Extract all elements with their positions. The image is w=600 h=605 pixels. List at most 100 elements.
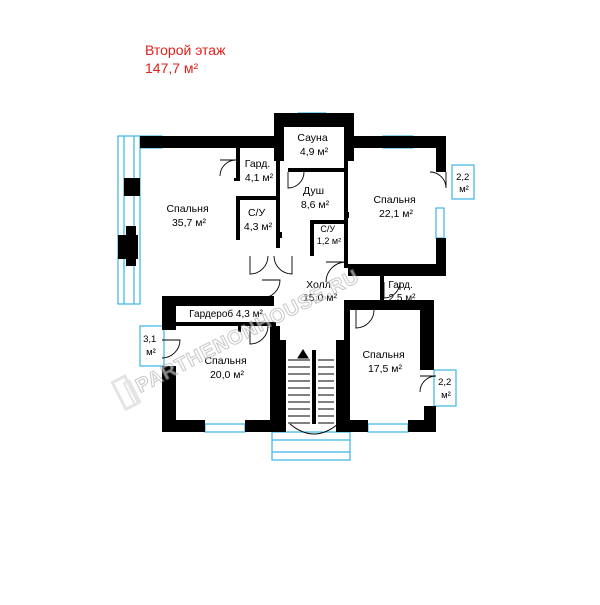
staircase xyxy=(288,349,339,435)
room-area: 4,1 м² xyxy=(245,172,274,184)
balcony-se-frame xyxy=(433,369,457,407)
wall xyxy=(310,220,346,224)
room-name: Спальня xyxy=(362,349,404,361)
room-label-bathroom-2: С/У 1,2 м² xyxy=(317,224,341,246)
room-name: 3,1 xyxy=(143,334,156,345)
wall xyxy=(346,300,420,310)
floor-name: Второй этаж xyxy=(145,42,226,58)
room-label-dressing-1: Гард. 4,1 м² xyxy=(245,158,274,184)
room-name: Холл xyxy=(306,279,331,291)
door-swing xyxy=(219,159,237,177)
room-name: 2,2 xyxy=(438,377,451,388)
room-area: 15,0 м² xyxy=(303,292,338,304)
wall xyxy=(312,350,316,424)
room-name: Спальня xyxy=(204,355,246,367)
watermark-text: PARTHENONHOUSE.RU xyxy=(132,265,363,397)
room-area: 4,3 м² xyxy=(244,221,273,233)
room-label-bedroom-sw: Спальня 20,0 м² xyxy=(204,355,249,381)
wall xyxy=(310,220,314,256)
window-south-bay xyxy=(271,431,351,461)
door-swing xyxy=(161,339,181,359)
door-swing xyxy=(261,279,281,299)
wall xyxy=(126,226,136,266)
room-label-bathroom-1: С/У 4,3 м² xyxy=(244,207,273,233)
window-west-bay xyxy=(117,135,141,305)
room-label-bedroom-ne: Спальня 22,1 м² xyxy=(373,194,418,220)
wall xyxy=(140,136,276,148)
room-name: С/У xyxy=(248,207,266,219)
wall xyxy=(436,148,446,158)
wall xyxy=(344,148,348,268)
wall xyxy=(236,200,240,240)
room-label-bedroom-se: Спальня 17,5 м² xyxy=(362,349,407,375)
wall xyxy=(274,113,284,161)
wall xyxy=(270,326,280,432)
wall xyxy=(236,196,276,200)
room-area: м² xyxy=(441,390,451,401)
window-bedroom-ne-east xyxy=(435,207,445,239)
wall xyxy=(124,178,140,196)
wall xyxy=(276,148,280,248)
room-name: 2,2 xyxy=(456,172,469,183)
room-area: 8,6 м² xyxy=(301,199,330,211)
room-name: Гард. xyxy=(388,280,412,291)
room-area: 4,9 м² xyxy=(300,146,329,158)
wall xyxy=(288,168,344,172)
room-name: Сауна xyxy=(297,132,327,144)
wall xyxy=(276,340,286,432)
room-labels: Сауна 4,9 м² Гард. 4,1 м² Спальня 35,7 м… xyxy=(143,132,472,401)
door-swing xyxy=(429,171,447,189)
doors xyxy=(161,159,447,393)
room-name: С/У xyxy=(320,224,335,234)
room-label-balcony-se: 2,2 м² xyxy=(438,377,454,401)
wall xyxy=(162,296,176,330)
wall xyxy=(380,276,384,300)
walls xyxy=(118,113,446,432)
room-label-balcony-ne: 2,2 м² xyxy=(456,172,472,195)
wall xyxy=(336,340,346,432)
room-label-dressing-2: Гард. 2,5 м² xyxy=(388,280,416,304)
stair-landing-arc xyxy=(289,423,339,435)
room-area: 17,5 м² xyxy=(368,363,403,375)
room-name: Спальня xyxy=(373,194,415,206)
door-jamb xyxy=(238,326,241,332)
wall xyxy=(436,238,446,268)
room-name: Спальня xyxy=(166,203,208,215)
wall xyxy=(176,322,276,326)
door-jamb xyxy=(234,178,240,181)
room-area: м² xyxy=(459,184,469,195)
room-label-shower: Душ 8,6 м² xyxy=(301,185,330,211)
window-bedroom-se-bottom xyxy=(367,423,409,433)
room-area: 20,0 м² xyxy=(210,369,245,381)
room-name: Гард. xyxy=(245,158,271,170)
room-label-bedroom-main: Спальня 35,7 м² xyxy=(166,203,211,229)
door-swing xyxy=(325,261,347,283)
wall xyxy=(344,136,444,148)
stair-steps xyxy=(288,359,334,424)
room-label-balcony-w: 3,1 м² xyxy=(143,334,159,358)
window-bedroom-sw-bottom xyxy=(204,423,246,433)
room-area: 22,1 м² xyxy=(379,208,414,220)
balcony-w-frame xyxy=(139,325,165,367)
door-swing xyxy=(249,325,269,345)
wall xyxy=(344,300,350,432)
wall xyxy=(424,406,436,432)
wall xyxy=(236,148,240,180)
door-swing xyxy=(287,171,305,189)
room-name: Душ xyxy=(303,185,324,197)
door-swing xyxy=(273,255,293,275)
balcony-ne-frame xyxy=(451,164,475,200)
room-area: м² xyxy=(146,347,156,358)
door-jamb xyxy=(279,232,282,238)
wall xyxy=(274,113,354,127)
wall xyxy=(162,420,205,432)
room-area: 1,2 м² xyxy=(317,236,341,246)
door-jambs xyxy=(234,178,349,332)
room-area: 35,7 м² xyxy=(172,217,207,229)
floor-area: 147,7 м² xyxy=(145,60,199,76)
wall xyxy=(348,264,446,276)
wall xyxy=(245,420,276,432)
door-swing xyxy=(249,255,269,275)
